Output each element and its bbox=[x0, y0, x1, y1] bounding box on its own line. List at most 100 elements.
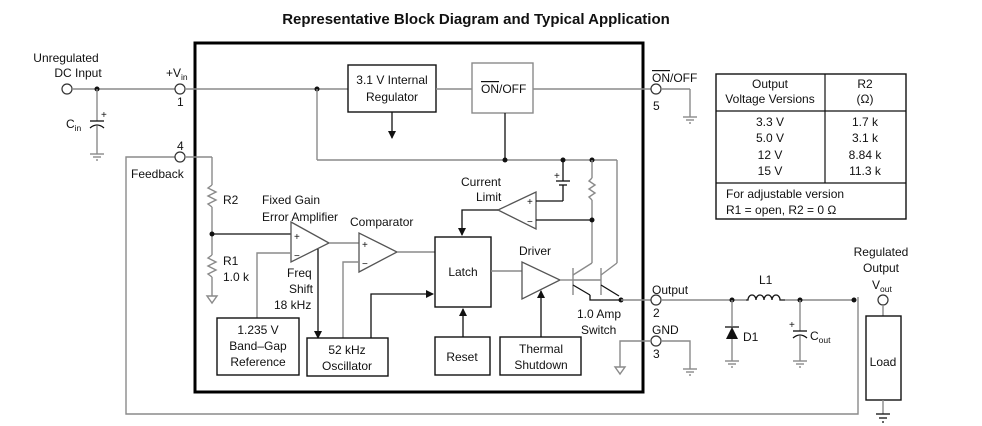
switch-label-2: Switch bbox=[581, 323, 616, 337]
latch-block bbox=[434, 236, 492, 308]
thermal-label-2: Shutdown bbox=[514, 358, 567, 372]
pin-feedback: 4 Feedback bbox=[131, 139, 186, 181]
svg-text:Vout: Vout bbox=[872, 278, 892, 294]
pin-number: 4 bbox=[177, 139, 184, 153]
plus-sign: + bbox=[362, 240, 368, 251]
bandgap-label: 1.235 V bbox=[237, 323, 278, 337]
dc-input-label: DC Input bbox=[54, 66, 102, 80]
oscillator-label: 52 kHz bbox=[328, 343, 365, 357]
r1-label: R1 bbox=[223, 254, 239, 268]
d1-label: D1 bbox=[743, 330, 759, 344]
feedback-label: Feedback bbox=[131, 167, 185, 181]
freq-shift-value: 18 kHz bbox=[274, 298, 311, 312]
table-row: 15 V 11.3 k bbox=[758, 164, 882, 178]
pin-number: 5 bbox=[653, 99, 660, 113]
ground-arrow-icon bbox=[205, 295, 219, 305]
r2-label: R2 bbox=[223, 193, 239, 207]
plus-sign: + bbox=[294, 232, 300, 243]
plus-sign: + bbox=[527, 197, 533, 208]
pin-vin: +Vin 1 bbox=[166, 66, 188, 109]
input-section: Unregulated DC Input + Cin bbox=[33, 51, 175, 161]
dc-input-terminal bbox=[61, 83, 73, 95]
vout-sub: out bbox=[880, 284, 892, 294]
l1-inductor bbox=[746, 294, 785, 301]
ground-arrow-icon bbox=[613, 366, 627, 376]
r1-value: 1.0 k bbox=[223, 270, 250, 284]
ground-icon bbox=[90, 153, 104, 161]
driver-label: Driver bbox=[519, 244, 551, 258]
reset-block bbox=[434, 336, 491, 376]
table-row: 12 V 8.84 k bbox=[758, 148, 883, 162]
oscillator-label-2: Oscillator bbox=[322, 359, 372, 373]
table-header-versions: Voltage Versions bbox=[725, 92, 814, 106]
error-amp-label: Fixed Gain bbox=[262, 193, 320, 207]
unregulated-label: Unregulated bbox=[33, 51, 98, 65]
latch-label: Latch bbox=[448, 265, 477, 279]
minus-sign: − bbox=[527, 217, 533, 228]
bandgap-label-3: Reference bbox=[230, 355, 286, 369]
comparator bbox=[358, 231, 399, 274]
regulator-label: 3.1 V Internal bbox=[356, 73, 427, 87]
vin-sub: in bbox=[181, 72, 188, 82]
d1-diode bbox=[726, 327, 738, 339]
cout-sub: out bbox=[819, 335, 831, 345]
table-cell-voltage: 3.3 V bbox=[756, 115, 784, 129]
cin-sub: in bbox=[75, 123, 82, 133]
onoff-block bbox=[471, 62, 534, 114]
table-cell-r2: 8.84 k bbox=[849, 148, 883, 162]
table-header-output: Output bbox=[752, 77, 789, 91]
thermal-label: Thermal bbox=[519, 342, 563, 356]
svg-text:+Vin: +Vin bbox=[166, 66, 188, 82]
regulator-label-2: Regulator bbox=[366, 90, 418, 104]
table-row: 3.3 V 1.7 k bbox=[756, 115, 879, 129]
vin-label: +V bbox=[166, 66, 181, 80]
bandgap-reference-block bbox=[216, 317, 300, 376]
ground-icon bbox=[683, 368, 697, 376]
onoff-pin-over: ON bbox=[652, 71, 670, 85]
table-cell-voltage: 15 V bbox=[758, 164, 783, 178]
ground-icon bbox=[725, 360, 739, 368]
table-header-r2: R2 bbox=[857, 77, 873, 91]
current-limit-amplifier bbox=[496, 190, 537, 231]
cin-label: C bbox=[66, 117, 75, 131]
svg-text:Cin: Cin bbox=[66, 117, 82, 133]
table-cell-voltage: 5.0 V bbox=[756, 131, 784, 145]
onoff-pin-rest: /OFF bbox=[670, 71, 697, 85]
svg-text:Cout: Cout bbox=[810, 329, 831, 345]
load-label: Load bbox=[870, 355, 897, 369]
pin-onoff: ON/OFF 5 bbox=[650, 71, 697, 124]
output-voltage-table: Output Voltage Versions R2 (Ω) 3.3 V 1.7… bbox=[715, 73, 907, 220]
current-limit-label: Current bbox=[461, 175, 502, 189]
comparator-label: Comparator bbox=[350, 215, 413, 229]
table-cell-r2: 1.7 k bbox=[852, 115, 879, 129]
cin-plus: + bbox=[101, 110, 107, 121]
reset-label: Reset bbox=[446, 350, 478, 364]
pin-number: 1 bbox=[177, 95, 184, 109]
table-cell-voltage: 12 V bbox=[758, 148, 783, 162]
pin-gnd: GND 3 bbox=[613, 323, 697, 376]
pin-output: Output 2 bbox=[650, 283, 689, 320]
freq-shift-label-2: Shift bbox=[289, 282, 314, 296]
ground-icon bbox=[876, 413, 890, 423]
freq-shift-label: Freq bbox=[287, 266, 312, 280]
cout-label: C bbox=[810, 329, 819, 343]
svg-text:ON/OFF: ON/OFF bbox=[481, 82, 526, 96]
output-pin-label: Output bbox=[652, 283, 689, 297]
table-row: 5.0 V 3.1 k bbox=[756, 131, 879, 145]
ground-icon bbox=[793, 360, 807, 368]
sense-resistor bbox=[587, 177, 597, 201]
current-limit-label-2: Limit bbox=[476, 190, 502, 204]
table-cell-r2: 3.1 k bbox=[852, 131, 879, 145]
feedback-loop-wire bbox=[125, 156, 859, 415]
svg-text:ON/OFF: ON/OFF bbox=[652, 71, 697, 85]
diagram-title: Representative Block Diagram and Typical… bbox=[282, 11, 670, 28]
gnd-pin-label: GND bbox=[652, 323, 679, 337]
table-footer-line2: R1 = open, R2 = 0 Ω bbox=[726, 203, 836, 217]
ground-icon bbox=[683, 116, 697, 124]
switch-transistors bbox=[572, 253, 624, 303]
vout-label: V bbox=[872, 278, 880, 292]
minus-sign: − bbox=[362, 259, 368, 270]
thermal-shutdown-block bbox=[499, 336, 582, 376]
plus-sign: + bbox=[554, 171, 560, 182]
